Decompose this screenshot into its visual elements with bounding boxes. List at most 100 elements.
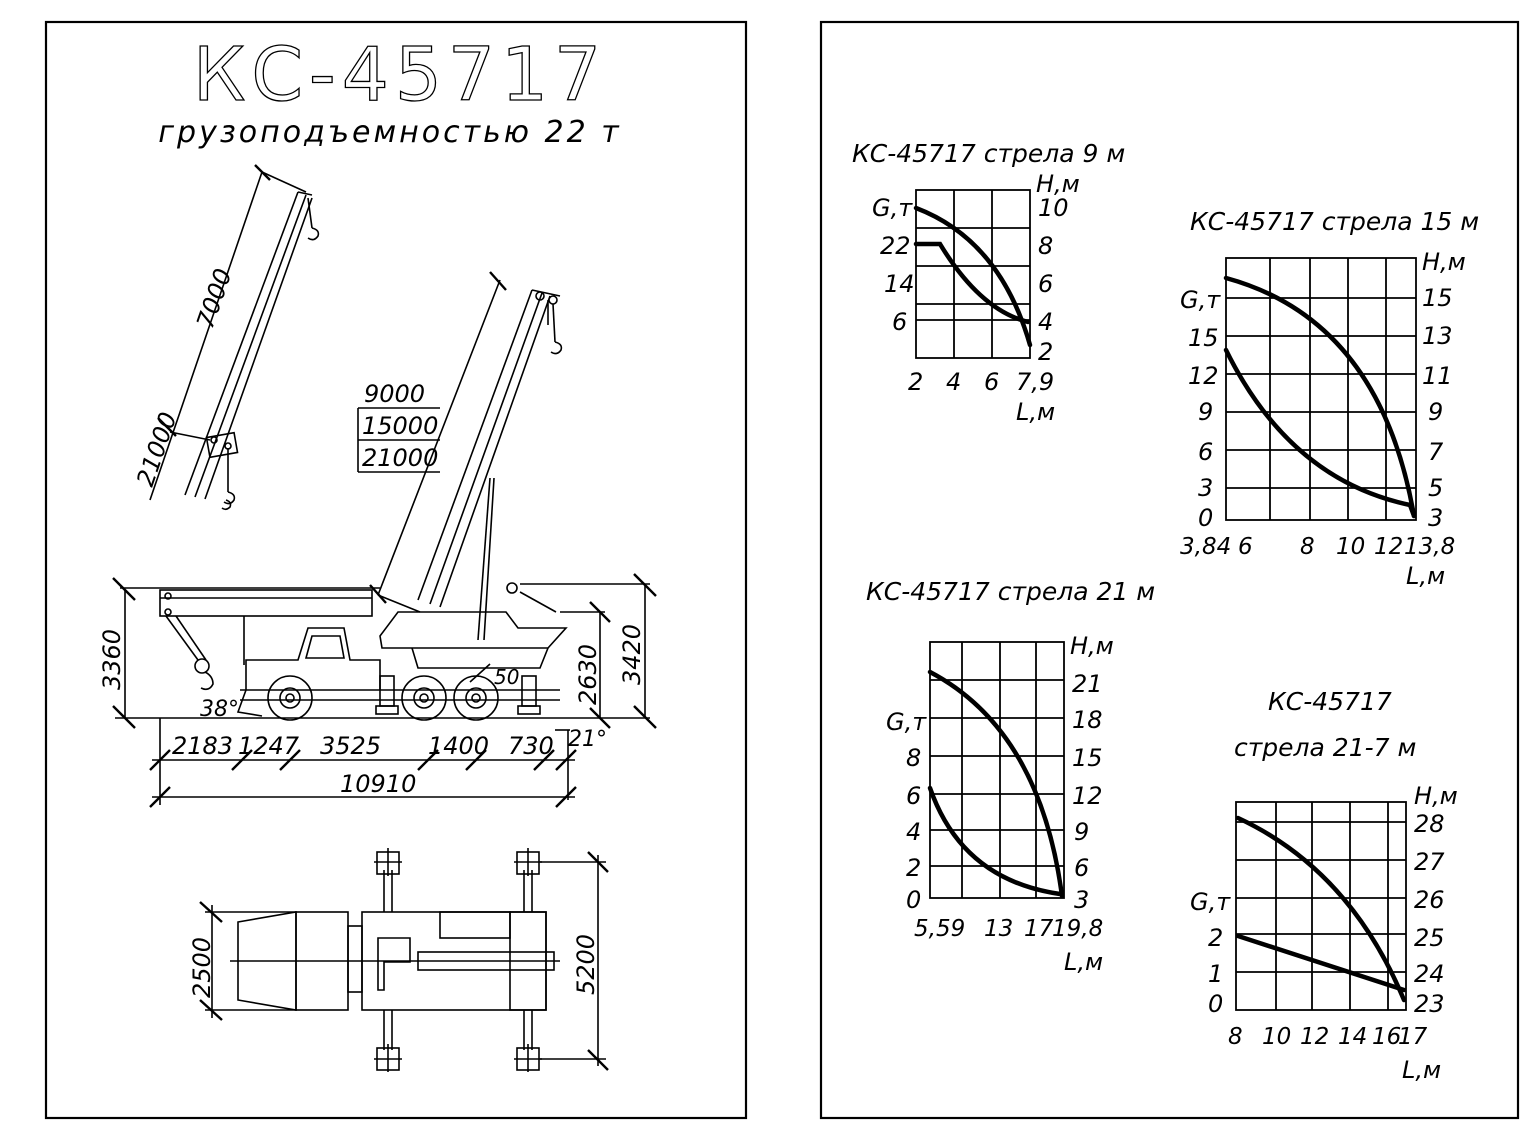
chart-9m-h-tick: 6 bbox=[1038, 270, 1053, 298]
chart-15m-l-label: L,м bbox=[1406, 562, 1445, 590]
chart-9m-g-tick: 14 bbox=[884, 270, 915, 298]
chart-21-7m-title: КС-45717 bbox=[1268, 687, 1392, 716]
chart-boom-15m: КС-45717 стрела 15 м G,т H,м L,м 15 12 9… bbox=[1180, 207, 1479, 590]
dim-1247: 1247 bbox=[238, 732, 300, 760]
chart-21m-h-tick: 15 bbox=[1072, 744, 1103, 772]
chart-21m-l-label: L,м bbox=[1064, 948, 1103, 976]
chart-21-7m-x-tick: 10 bbox=[1262, 1024, 1291, 1050]
model-title: КС-45717 bbox=[193, 32, 607, 118]
chart-21m-x-tick: 5,59 bbox=[914, 916, 965, 942]
chart-9m-g-label: G,т bbox=[872, 194, 913, 222]
chart-21m-x-tick: 13 bbox=[984, 916, 1013, 942]
chart-21m-x-tick: 17 bbox=[1024, 916, 1054, 942]
chart-21m-g-tick: 8 bbox=[906, 744, 921, 772]
chart-21-7m-subtitle: стрела 21-7 м bbox=[1234, 733, 1416, 762]
boom-length-15000: 15000 bbox=[362, 412, 438, 440]
chart-9m-h-tick: 10 bbox=[1038, 194, 1069, 222]
height-cab-label: 2630 bbox=[574, 644, 602, 705]
overall-length-label: 10910 bbox=[340, 770, 416, 798]
chart-9m-capacity-curve bbox=[913, 241, 1031, 325]
chart-21-7m-l-label: L,м bbox=[1402, 1056, 1441, 1084]
chart-9m-h-tick: 4 bbox=[1038, 308, 1053, 336]
chart-21m-x-tick: 19,8 bbox=[1052, 916, 1103, 942]
chart-21m-g-label: G,т bbox=[886, 708, 927, 736]
chart-9m-x-tick: 2 bbox=[908, 368, 923, 396]
chart-21m-title: КС-45717 стрела 21 м bbox=[866, 577, 1155, 606]
chart-21m-g-tick: 0 bbox=[906, 886, 921, 914]
chart-15m-x-tick: 12 bbox=[1374, 534, 1403, 560]
chart-21-7m-x-tick: 12 bbox=[1300, 1024, 1329, 1050]
jib-drawing: 7000 21000 bbox=[131, 164, 320, 511]
chart-boom-21m: КС-45717 стрела 21 м G,т H,м L,м 8 6 4 2… bbox=[866, 577, 1155, 976]
height-rear-label: 3420 bbox=[618, 624, 646, 685]
jib-boom-label: 21000 bbox=[131, 409, 182, 490]
chart-15m-h-tick: 5 bbox=[1428, 474, 1443, 502]
chart-21m-h-tick: 12 bbox=[1072, 782, 1103, 810]
dim-1400: 1400 bbox=[428, 732, 489, 760]
chart-15m-h-tick: 11 bbox=[1422, 362, 1453, 390]
chart-21-7m-g-tick: 0 bbox=[1208, 990, 1223, 1018]
chart-boom-21-7m: КС-45717 стрела 21-7 м G,т H,м L,м 2 1 0… bbox=[1190, 687, 1458, 1084]
crane-top-view: 2500 5200 bbox=[188, 848, 609, 1072]
chart-15m-g-tick: 12 bbox=[1188, 362, 1219, 390]
dim-730: 730 bbox=[508, 732, 554, 760]
crane-side-view: 50 38° 21° bbox=[159, 582, 607, 752]
chart-9m-x-tick: 4 bbox=[946, 368, 961, 396]
chart-9m-l-label: L,м bbox=[1016, 398, 1055, 426]
side-dimensions: 3360 3420 2630 2183 1247 3525 bbox=[98, 573, 657, 808]
chart-15m-h-tick: 3 bbox=[1428, 504, 1443, 532]
chart-21m-g-tick: 6 bbox=[906, 782, 921, 810]
chart-21-7m-h-tick: 27 bbox=[1414, 848, 1445, 876]
left-sheet: КС-45717 грузоподъемностью 22 т 7000 210… bbox=[44, 20, 748, 1120]
boom-length-table: 9000 15000 21000 bbox=[357, 380, 440, 473]
chart-21-7m-h-tick: 26 bbox=[1414, 886, 1445, 914]
chart-15m-g-tick: 3 bbox=[1198, 474, 1213, 502]
chart-9m-title: КС-45717 стрела 9 м bbox=[852, 139, 1125, 168]
chart-21-7m-g-tick: 1 bbox=[1208, 960, 1223, 988]
chart-21-7m-h-tick: 25 bbox=[1414, 924, 1445, 952]
chart-15m-h-tick: 9 bbox=[1428, 398, 1443, 426]
left-sheet-frame bbox=[44, 20, 748, 1120]
chart-21-7m-h-tick: 28 bbox=[1414, 810, 1445, 838]
chart-15m-h-tick: 7 bbox=[1428, 438, 1444, 466]
chart-15m-h-tick: 15 bbox=[1422, 284, 1453, 312]
chart-9m-h-label: H,м bbox=[1036, 170, 1080, 198]
chart-21-7m-grid bbox=[1235, 801, 1407, 1011]
chart-15m-g-tick: 15 bbox=[1188, 324, 1219, 352]
chart-21-7m-h-tick: 24 bbox=[1414, 960, 1445, 988]
chart-21m-h-tick: 18 bbox=[1072, 706, 1103, 734]
chart-9m-h-tick: 8 bbox=[1038, 232, 1053, 260]
chart-21m-h-tick: 6 bbox=[1074, 854, 1089, 882]
chart-15m-height-curve bbox=[1223, 275, 1417, 519]
chart-15m-capacity-curve bbox=[1223, 347, 1417, 519]
chart-9m-g-tick: 22 bbox=[880, 232, 911, 260]
chart-15m-x-tick: 3,84 bbox=[1180, 534, 1231, 560]
chart-9m-x-tick: 6 bbox=[984, 368, 999, 396]
chart-21-7m-height-curve bbox=[1235, 815, 1407, 1003]
chart-21-7m-g-label: G,т bbox=[1190, 888, 1231, 916]
chart-21m-capacity-curve bbox=[927, 785, 1063, 897]
chart-21-7m-x-tick: 17 bbox=[1398, 1024, 1428, 1050]
chart-21-7m-x-tick: 8 bbox=[1228, 1024, 1243, 1050]
chart-15m-title: КС-45717 стрела 15 м bbox=[1190, 207, 1479, 236]
chart-21m-g-tick: 4 bbox=[906, 818, 921, 846]
chart-21m-height-curve bbox=[927, 669, 1065, 899]
chart-15m-grid bbox=[1225, 257, 1417, 521]
chart-9m-h-tick: 2 bbox=[1038, 338, 1053, 366]
chart-21-7m-x-tick: 16 bbox=[1372, 1024, 1401, 1050]
right-sheet-frame bbox=[819, 20, 1520, 1120]
clearance-label: 50 bbox=[494, 665, 519, 689]
rear-angle-label: 21° bbox=[568, 727, 607, 752]
main-boom bbox=[369, 271, 563, 641]
dim-2183: 2183 bbox=[172, 732, 233, 760]
chart-15m-x-tick: 10 bbox=[1336, 534, 1365, 560]
chart-boom-9m: КС-45717 стрела 9 м G,т H,м L,м 22 14 6 … bbox=[852, 139, 1125, 426]
chart-21-7m-capacity-curve bbox=[1235, 933, 1407, 993]
chart-21m-h-tick: 9 bbox=[1074, 818, 1089, 846]
chart-9m-x-tick: 7,9 bbox=[1016, 368, 1054, 396]
chart-21m-h-tick: 3 bbox=[1074, 886, 1089, 914]
chart-21m-h-label: H,м bbox=[1070, 632, 1114, 660]
chart-9m-grid bbox=[915, 189, 1031, 359]
chart-15m-g-tick: 0 bbox=[1198, 504, 1213, 532]
chart-21-7m-x-tick: 14 bbox=[1338, 1024, 1367, 1050]
